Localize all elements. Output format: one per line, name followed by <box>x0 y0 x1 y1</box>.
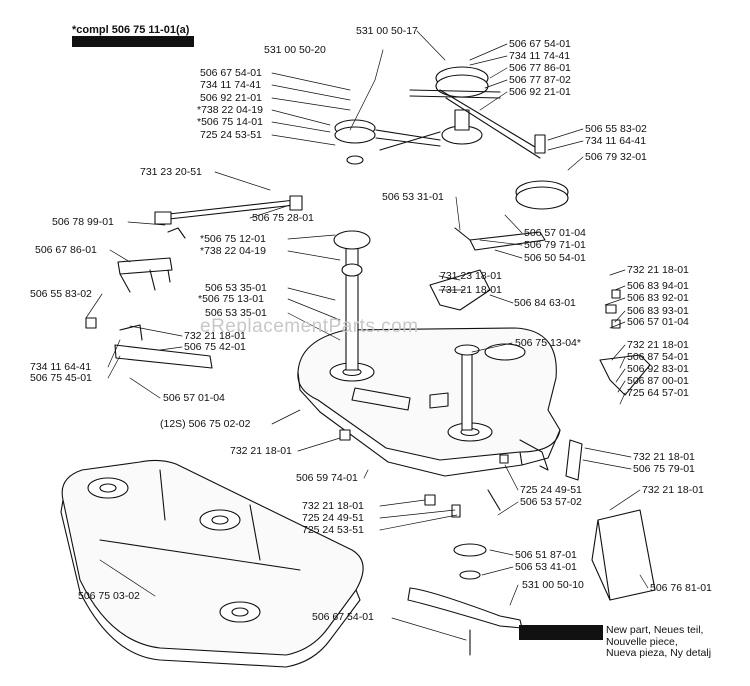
part-label: 734 11 74-41 <box>200 79 262 91</box>
leader-lines <box>85 30 649 641</box>
part-label: 506 53 31-01 <box>382 191 444 203</box>
part-label: 506 83 92-01 <box>627 292 689 304</box>
part-label: *506 75 13-01 <box>198 293 264 305</box>
part-label: 731 23 18-01 <box>440 270 502 282</box>
part-label: 506 92 83-01 <box>627 363 689 375</box>
redacted-bar <box>72 36 194 47</box>
part-label: 506 79 71-01 <box>524 239 586 251</box>
part-label: 732 21 18-01 <box>230 445 292 457</box>
part-label: 734 11 74-41 <box>509 50 571 62</box>
mower-deck-illustration <box>297 327 561 477</box>
part-label: 506 59 74-01 <box>296 472 358 484</box>
part-label: 732 21 18-01 <box>302 500 364 512</box>
part-label: 506 92 21-01 <box>200 92 262 104</box>
legend: New part, Neues teil, Nouvelle piece, Nu… <box>606 624 712 660</box>
part-label: 506 75 79-01 <box>633 463 695 475</box>
fasteners-illustration <box>339 429 509 518</box>
part-label: 506 83 93-01 <box>627 305 689 317</box>
part-label: 506 77 86-01 <box>509 62 571 74</box>
part-label: 506 75 28-01 <box>252 212 314 224</box>
spindle-shafts-illustration <box>333 230 480 431</box>
part-label: *738 22 04-19 <box>197 104 263 116</box>
part-label: 506 84 63-01 <box>514 297 576 309</box>
part-label: 506 67 54-01 <box>312 611 374 623</box>
part-label: 506 57 01-04 <box>524 227 586 239</box>
part-label: 725 24 49-51 <box>520 484 582 496</box>
part-label: 506 55 83-02 <box>585 123 647 135</box>
part-label: 506 83 94-01 <box>627 280 689 292</box>
deflector-chute-illustration <box>591 509 656 601</box>
part-label: 732 21 18-01 <box>633 451 695 463</box>
part-label: 506 67 54-01 <box>509 38 571 50</box>
part-label: 506 78 99-01 <box>52 216 114 228</box>
part-label: 506 50 54-01 <box>524 252 586 264</box>
legend-line: New part, Neues teil, <box>606 624 704 636</box>
part-label: 506 75 03-02 <box>78 590 140 602</box>
part-label: 725 64 57-01 <box>627 387 689 399</box>
part-label: 506 67 54-01 <box>200 67 262 79</box>
part-label: 506 67 86-01 <box>35 244 97 256</box>
part-label: 731 21 18-01 <box>440 284 502 296</box>
part-label: (12S) 506 75 02-02 <box>160 418 251 430</box>
part-label: 506 57 01-04 <box>627 316 689 328</box>
part-label: 531 00 50-20 <box>264 44 326 56</box>
deck-cover-illustration <box>60 459 364 668</box>
lift-bracket-illustration <box>85 257 213 369</box>
part-label: *506 75 12-01 <box>200 233 266 245</box>
part-label: 506 51 87-01 <box>515 549 577 561</box>
part-label: 732 21 18-01 <box>627 339 689 351</box>
part-label: 506 79 32-01 <box>585 151 647 163</box>
part-label: 725 24 53-51 <box>302 524 364 536</box>
part-label: 506 75 45-01 <box>30 372 92 384</box>
part-label: 506 77 87-02 <box>509 74 571 86</box>
part-label: 506 75 42-01 <box>184 341 246 353</box>
blade-illustration <box>407 543 523 656</box>
part-label: 732 21 18-01 <box>642 484 704 496</box>
legend-line: Nueva pieza, Ny detalj <box>606 647 712 659</box>
part-label: 506 53 35-01 <box>205 307 267 319</box>
part-label: 531 00 50-10 <box>522 579 584 591</box>
part-label: 506 53 57-02 <box>520 496 582 508</box>
part-label: 506 76 81-01 <box>650 582 712 594</box>
part-label: 506 53 35-01 <box>205 282 267 294</box>
part-label: *738 22 04-19 <box>200 245 266 257</box>
part-label: 531 00 50-17 <box>356 25 418 37</box>
linkage-rod-illustration <box>154 195 303 239</box>
part-label: 734 11 64-41 <box>585 135 647 147</box>
assembly-title: *compl 506 75 11-01(a) <box>72 24 190 36</box>
part-label: 506 55 83-02 <box>30 288 92 300</box>
part-label: 506 57 01-04 <box>163 392 225 404</box>
new-part-swatch <box>519 625 603 640</box>
part-label: 506 75 13-04* <box>515 337 581 349</box>
part-label: 725 24 53-51 <box>200 129 262 141</box>
part-label: *506 75 14-01 <box>197 116 263 128</box>
pulleys-and-belt-illustration <box>334 66 569 210</box>
part-label: 725 24 49-51 <box>302 512 364 524</box>
part-label: 732 21 18-01 <box>627 264 689 276</box>
part-label: 506 53 41-01 <box>515 561 577 573</box>
part-label: 731 23 20-51 <box>140 166 202 178</box>
part-label: 734 11 64-41 <box>30 361 92 373</box>
part-label: 506 87 54-01 <box>627 351 689 363</box>
part-label: 506 92 21-01 <box>509 86 571 98</box>
part-label: 732 21 18-01 <box>184 330 246 342</box>
legend-line: Nouvelle piece, <box>606 635 678 648</box>
part-label: 506 87 00-01 <box>627 375 689 387</box>
right-hardware-illustration <box>565 289 651 481</box>
watermark: eReplacementParts.com <box>200 316 419 337</box>
